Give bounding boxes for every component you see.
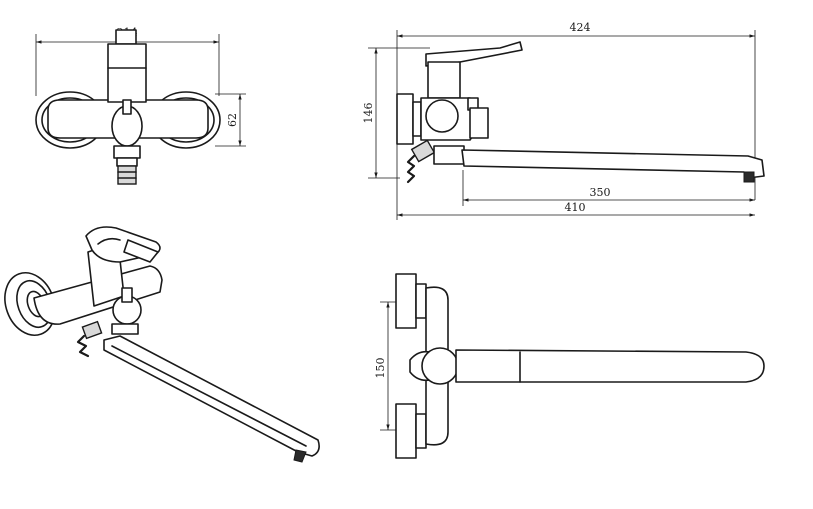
side-knob-circle (425, 99, 459, 133)
top-diverter-knob (409, 347, 459, 385)
iso-hose-outlet (76, 320, 103, 358)
dim-label-410: 410 (565, 201, 586, 214)
dimension-spout-reach: 410 (397, 201, 755, 217)
dim-label-350: 350 (590, 186, 611, 199)
isometric-view (4, 226, 320, 463)
iso-spout (103, 335, 320, 463)
side-wall-flange (396, 93, 422, 145)
iso-lever-handle (85, 226, 161, 307)
dimension-spout-length: 350 (462, 170, 755, 206)
bottom-outlet (113, 145, 141, 185)
side-hose-outlet (406, 139, 436, 184)
side-diverter-knob (467, 97, 489, 139)
front-view: 214 (35, 26, 246, 185)
dim-label-150: 150 (374, 358, 387, 379)
side-view: 424 146 (362, 21, 765, 220)
side-lever-handle (425, 41, 523, 99)
dimension-side-height: 146 (362, 47, 430, 179)
dim-label-424: 424 (570, 21, 591, 34)
side-spout (433, 145, 765, 183)
dim-label-62: 62 (226, 113, 239, 127)
top-spout (455, 349, 765, 383)
iso-diverter-knob (111, 287, 142, 335)
dim-label-146: 146 (362, 103, 375, 124)
dimension-front-height: 62 (215, 93, 246, 147)
lever-handle (107, 29, 147, 103)
top-upper-flange (395, 273, 427, 329)
top-view: 150 (374, 273, 765, 459)
top-lower-flange (395, 403, 427, 459)
